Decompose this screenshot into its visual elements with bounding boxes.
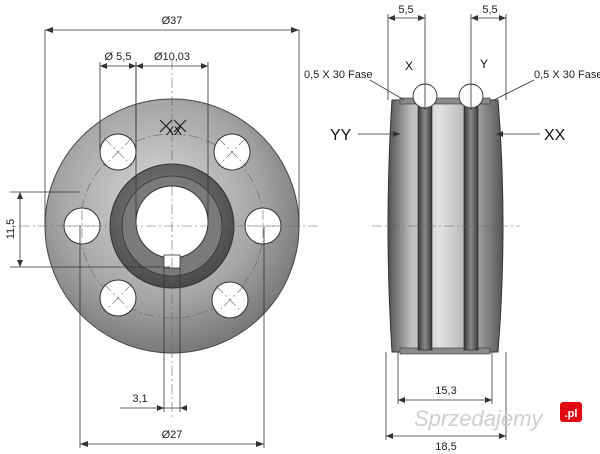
svg-text:5,5: 5,5 <box>482 4 497 16</box>
groove-y-label: Y <box>480 57 488 71</box>
dim-vertical-offset: 11,5 <box>5 191 170 268</box>
watermark: Sprzedajemy .pl <box>414 402 582 431</box>
top-shoulder <box>399 97 491 105</box>
dim-right-groove: 5,5 <box>470 4 507 100</box>
dim-keyway-width: 3,1 <box>120 268 187 412</box>
svg-text:XX: XX <box>544 127 566 144</box>
svg-text:18,5: 18,5 <box>435 441 456 453</box>
svg-text:YY: YY <box>330 127 352 144</box>
dim-total-width: 18,5 <box>385 352 507 453</box>
side-view: 5,5 5,5 X Y 0,5 X 30 Fase 0,5 X 30 Fase … <box>304 4 600 453</box>
watermark-text: Sprzedajemy <box>414 406 544 431</box>
dim-pitch-diameter: Ø27 <box>79 226 265 448</box>
side-label-yy: YY <box>330 127 400 144</box>
svg-text:3,1: 3,1 <box>132 393 147 405</box>
svg-text:0,5 X 30 Fase: 0,5 X 30 Fase <box>534 69 600 81</box>
svg-text:15,3: 15,3 <box>435 385 456 397</box>
engraved-x-icon <box>159 119 187 133</box>
svg-text:Ø27: Ø27 <box>162 429 183 441</box>
dim-inner-width: 15,3 <box>397 352 493 404</box>
groove-x-label: X <box>405 59 413 73</box>
chamfer-right-callout: 0,5 X 30 Fase <box>493 69 600 101</box>
front-view: XX Ø37 Ø 5,5 Ø10,03 <box>5 15 320 448</box>
bottom-shoulder <box>399 347 491 355</box>
bolt-holes <box>63 133 282 319</box>
side-label-xx: XX <box>496 127 566 144</box>
svg-text:11,5: 11,5 <box>5 219 17 240</box>
svg-text:0,5 X 30 Fase: 0,5 X 30 Fase <box>304 69 373 81</box>
svg-text:Ø 5,5: Ø 5,5 <box>105 51 132 63</box>
svg-text:5,5: 5,5 <box>398 4 413 16</box>
svg-text:Ø10,03: Ø10,03 <box>154 51 190 63</box>
chamfer-left-callout: 0,5 X 30 Fase <box>304 69 405 101</box>
dim-outer-diameter: Ø37 <box>44 15 300 226</box>
svg-text:Ø37: Ø37 <box>162 15 183 27</box>
watermark-badge <box>560 402 582 422</box>
dim-bore-diameter: Ø10,03 <box>135 51 209 222</box>
dim-left-groove: 5,5 <box>387 4 426 100</box>
watermark-badge-text: .pl <box>565 408 578 420</box>
